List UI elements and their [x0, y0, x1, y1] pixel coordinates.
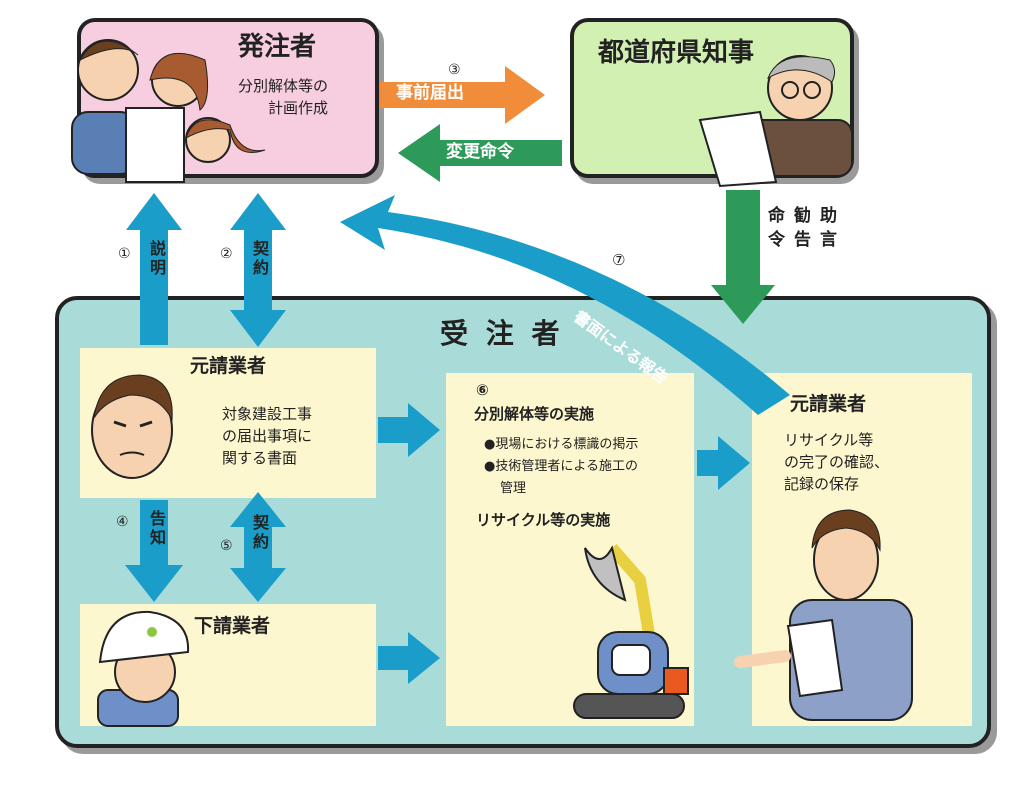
implementation-bullet2a: ●技術管理者による施工の	[484, 459, 638, 474]
step1-number: ①	[118, 246, 131, 262]
report-arrow	[340, 195, 790, 415]
change-order-label: 変更命令	[446, 142, 514, 162]
implementation-title: 分別解体等の実施	[474, 405, 595, 423]
contract-label-top: 契約	[250, 240, 269, 278]
contractor-title: 受 注 者	[440, 317, 564, 350]
prime-left-title: 元請業者	[190, 355, 267, 377]
advice-arrow	[711, 190, 775, 324]
prime-contractor-figure-right	[734, 509, 913, 721]
family-illustration	[71, 39, 266, 183]
flow-arrow-top	[378, 403, 440, 457]
prime-left-line2: の届出事項に	[222, 427, 313, 445]
step6-number: ⑥	[476, 381, 489, 399]
explanation-label: 説明	[147, 240, 166, 278]
prime-left-line3: 関する書面	[222, 449, 298, 467]
submit-notice-arrow	[380, 66, 545, 124]
advice-char1: 助	[820, 206, 837, 226]
subcontractor-title: 下請業者	[194, 615, 271, 637]
recommend-char2: 告	[794, 230, 811, 250]
flow-arrow-sub	[378, 632, 440, 684]
order-char2: 令	[768, 230, 785, 250]
advice-char2: 言	[820, 230, 837, 250]
change-order-arrow	[398, 124, 562, 182]
recommend-char1: 勧	[794, 206, 811, 226]
notify-label: 告知	[147, 510, 166, 548]
step5-number: ⑤	[220, 538, 233, 554]
flow-arrow-right	[697, 436, 750, 490]
governor-illustration	[698, 55, 853, 188]
order-char1: 命	[768, 206, 785, 226]
excavator-illustration	[573, 544, 689, 719]
client-desc-line2: 計画作成	[268, 99, 329, 117]
submit-notice-label: 事前届出	[396, 83, 464, 103]
step7-number: ⑦	[612, 251, 626, 269]
subcontractor-illustration	[97, 610, 190, 727]
step3-number: ③	[448, 62, 461, 78]
prime-right-line3: 記録の保存	[784, 475, 860, 493]
notify-arrow	[125, 500, 183, 602]
contract-arrow-top	[230, 193, 286, 347]
client-desc-line1: 分別解体等の	[238, 77, 329, 95]
step2-number: ②	[220, 246, 233, 262]
client-title: 発注者	[238, 32, 317, 62]
prime-right-line2: の完了の確認、	[784, 453, 890, 471]
explanation-arrow	[126, 193, 182, 345]
recycle-title: リサイクル等の実施	[476, 511, 611, 529]
step4-number: ④	[116, 514, 129, 530]
prime-contractor-face-left	[91, 374, 173, 479]
prime-left-line1: 対象建設工事	[222, 405, 313, 423]
governor-title: 都道府県知事	[598, 38, 755, 68]
prime-right-line1: リサイクル等	[784, 431, 874, 449]
implementation-bullet1: ●現場における標識の掲示	[484, 437, 639, 452]
prime-right-title: 元請業者	[790, 393, 867, 415]
contract-label-bottom: 契約	[250, 514, 269, 552]
implementation-bullet2b: 管理	[500, 481, 527, 496]
contract-arrow-bottom	[230, 492, 286, 602]
